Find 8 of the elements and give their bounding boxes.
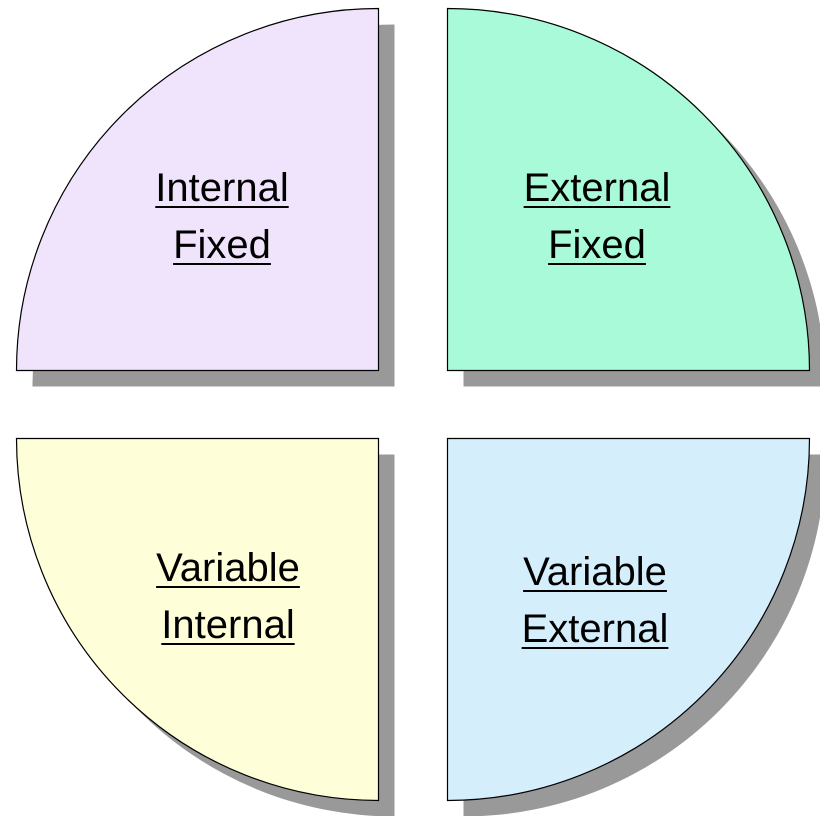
sector-label: External Fixed [522,165,672,269]
quarter-circle-sector [447,438,820,816]
sector-label: Internal Fixed [154,165,290,269]
sector-label: Variable External [520,549,670,653]
quarter-circle-sector [16,438,396,816]
quarter-circle-sector [447,8,820,388]
quarter-circle-sector [16,8,396,388]
sector-label: Variable Internal [155,545,301,649]
